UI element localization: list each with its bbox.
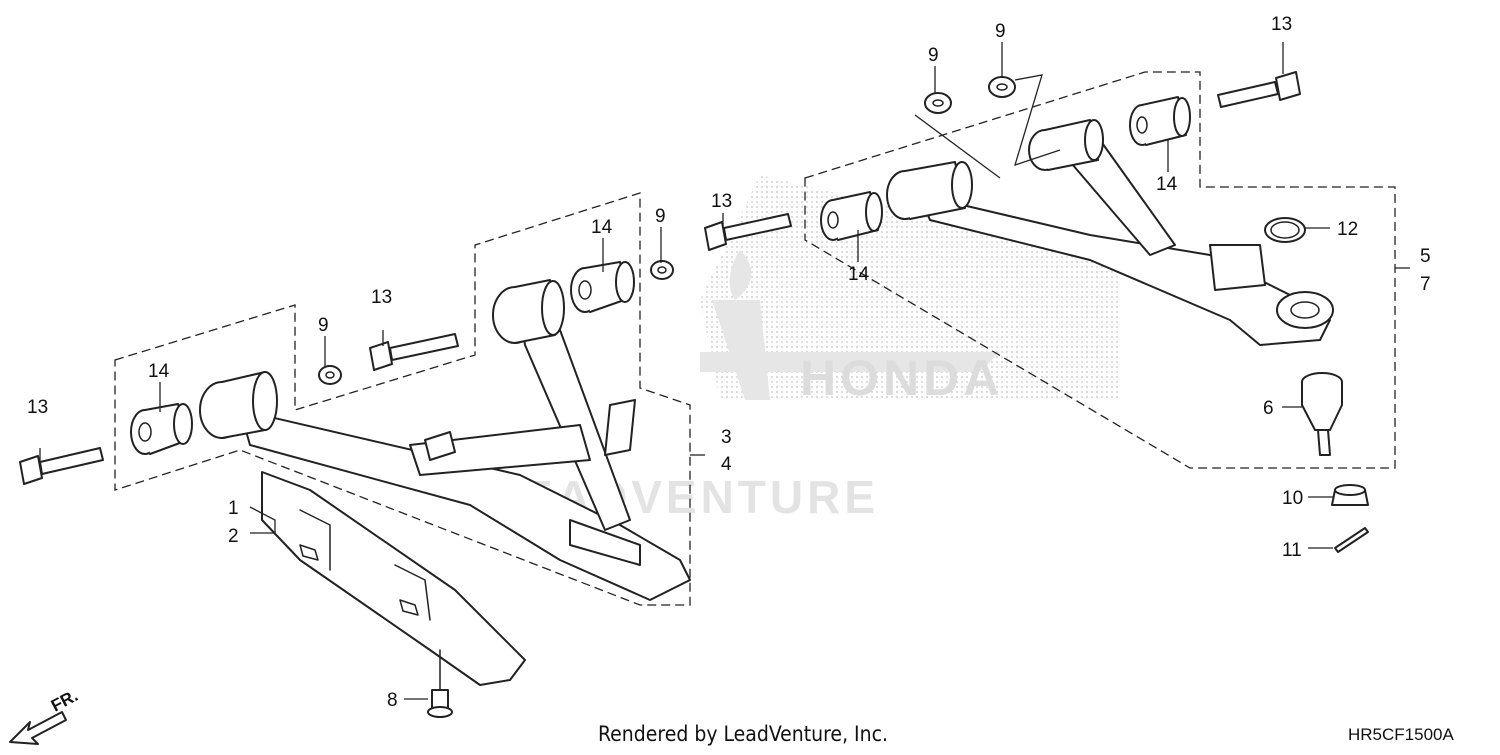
- front-direction-label: FR.: [48, 686, 81, 716]
- callout-4: 4: [721, 454, 732, 475]
- callout-7: 7: [1420, 274, 1431, 295]
- left-bolt-rear: [369, 333, 459, 371]
- watermark-brand-text: HONDA: [800, 350, 1003, 406]
- diagram-code: HR5CF1500A: [1348, 725, 1454, 744]
- callout-6: 6: [1263, 398, 1274, 419]
- honda-wing-logo: [700, 250, 1000, 400]
- right-bolt-rear: [1217, 71, 1301, 108]
- ball-joint-part: [1301, 372, 1343, 456]
- left-bolt-front: [19, 447, 104, 485]
- leader-lines: [39, 42, 1410, 700]
- callout-14d: 14: [1156, 174, 1178, 195]
- callout-13d: 13: [1271, 14, 1292, 35]
- callout-13c: 13: [711, 191, 732, 212]
- left-nut-9b: [650, 260, 674, 280]
- left-bushing-rear: [570, 261, 635, 313]
- callout-8: 8: [387, 690, 398, 711]
- callout-11: 11: [1282, 540, 1302, 561]
- callout-12: 12: [1337, 219, 1358, 240]
- front-arrow-icon: [9, 711, 67, 745]
- watermark-dot-field: [700, 175, 1120, 400]
- left-nut-9a: [318, 365, 342, 385]
- right-nut-9c: [924, 92, 952, 114]
- callout-10: 10: [1282, 488, 1303, 509]
- callout-2: 2: [228, 526, 239, 547]
- callout-14c: 14: [848, 264, 870, 285]
- callout-9c: 9: [928, 45, 939, 66]
- callout-13b: 13: [371, 287, 392, 308]
- left-bushing-front: [130, 403, 193, 455]
- circlip-part: [1264, 217, 1306, 243]
- callout-14a: 14: [148, 361, 170, 382]
- callout-13a: 13: [27, 397, 48, 418]
- cotter-pin-part: [1334, 527, 1369, 553]
- left-skid-guard-part: [261, 471, 526, 686]
- footer-rendered-by: Rendered by LeadVenture, Inc.: [598, 722, 888, 746]
- castle-nut-part: [1331, 484, 1369, 506]
- flange-bolt-part: [427, 649, 453, 718]
- callout-1: 1: [228, 498, 239, 519]
- left-assembly-dashed-frames: [114, 192, 691, 606]
- callouts: 1 2 3 4 5 6 7 8 9 9 9 9 10 11 12 13 13 1…: [27, 14, 1431, 711]
- left-upper-arm-part: [199, 279, 691, 601]
- right-bolt-front: [704, 213, 792, 251]
- right-nut-9d: [988, 76, 1016, 98]
- right-bushing-front: [820, 191, 883, 241]
- callout-14b: 14: [591, 217, 613, 238]
- right-assembly-dashed-frames: [804, 71, 1396, 469]
- right-lower-arm-part: [886, 119, 1334, 346]
- callout-5: 5: [1420, 246, 1431, 267]
- callout-3: 3: [721, 427, 732, 448]
- callout-9d: 9: [995, 21, 1006, 42]
- right-bushing-rear: [1129, 96, 1191, 146]
- callout-9a: 9: [318, 315, 329, 336]
- callout-9b: 9: [655, 206, 666, 227]
- front-direction-indicator: FR.: [9, 686, 81, 745]
